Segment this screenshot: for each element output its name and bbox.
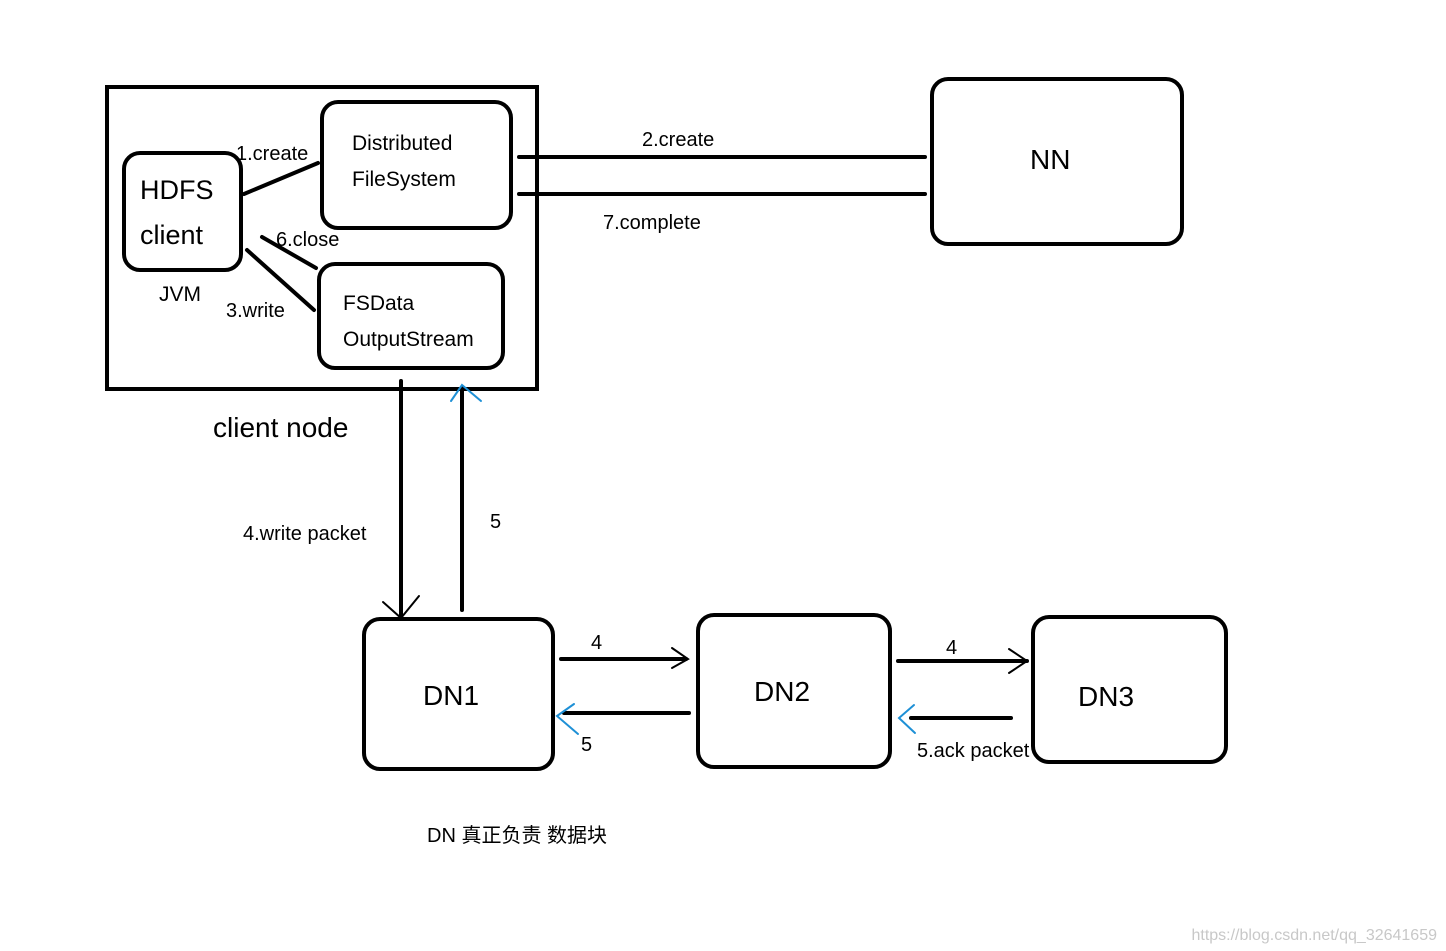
hdfs-client-box xyxy=(122,151,243,272)
dn2-to-dn1-label: 5 xyxy=(581,734,592,756)
dn1-to-dn2-arrowhead xyxy=(671,647,690,669)
datanode1-box xyxy=(362,617,555,771)
dn1-to-dn2-label: 4 xyxy=(591,632,602,654)
fsdata-outputstream-label-line1: FSData xyxy=(343,292,415,315)
dn2-to-dn1-arrowhead xyxy=(555,703,579,735)
create-nn-label: 2.create xyxy=(642,129,714,151)
fsdata-outputstream-label-line2: OutputStream xyxy=(343,328,474,351)
complete-label: 7.complete xyxy=(603,212,701,234)
jvm-label: JVM xyxy=(159,283,201,306)
hdfs-client-label-line1: HDFS xyxy=(140,175,214,205)
ack-stream-arrowhead xyxy=(450,383,482,402)
datanode1-label: DN1 xyxy=(423,680,479,711)
dn2-to-dn3-arrowhead xyxy=(1008,648,1029,674)
ack-stream-label: 5 xyxy=(490,511,501,533)
datanode3-label: DN3 xyxy=(1078,681,1134,712)
close-line xyxy=(260,235,318,270)
ack-packet-arrowhead xyxy=(897,704,916,734)
watermark: https://blog.csdn.net/qq_32641659 xyxy=(1191,927,1437,944)
ack-packet-label: 5.ack packet xyxy=(917,740,1030,762)
distributed-filesystem-label-line1: Distributed xyxy=(352,132,452,155)
client-node-label: client node xyxy=(213,412,348,443)
namenode-label: NN xyxy=(1030,144,1070,175)
hdfs-client-label-line2: client xyxy=(140,220,204,250)
create-client-label: 1.create xyxy=(236,143,308,165)
datanode3-box xyxy=(1031,615,1228,764)
create-client-line xyxy=(242,161,320,196)
distributed-filesystem-box xyxy=(320,100,513,230)
fsdata-outputstream-box xyxy=(317,262,505,370)
close-label: 6.close xyxy=(276,229,339,251)
dn2-to-dn3-label: 4 xyxy=(946,637,957,659)
datanode2-box xyxy=(696,613,892,769)
write-line xyxy=(245,248,316,312)
datanode2-label: DN2 xyxy=(754,676,810,707)
client-node-box xyxy=(105,85,539,391)
distributed-filesystem-label-line2: FileSystem xyxy=(352,168,456,191)
namenode-box xyxy=(930,77,1184,246)
write-label: 3.write xyxy=(226,300,285,322)
datanode-note: DN 真正负责 数据块 xyxy=(427,824,607,847)
write-packet-label: 4.write packet xyxy=(243,523,367,545)
